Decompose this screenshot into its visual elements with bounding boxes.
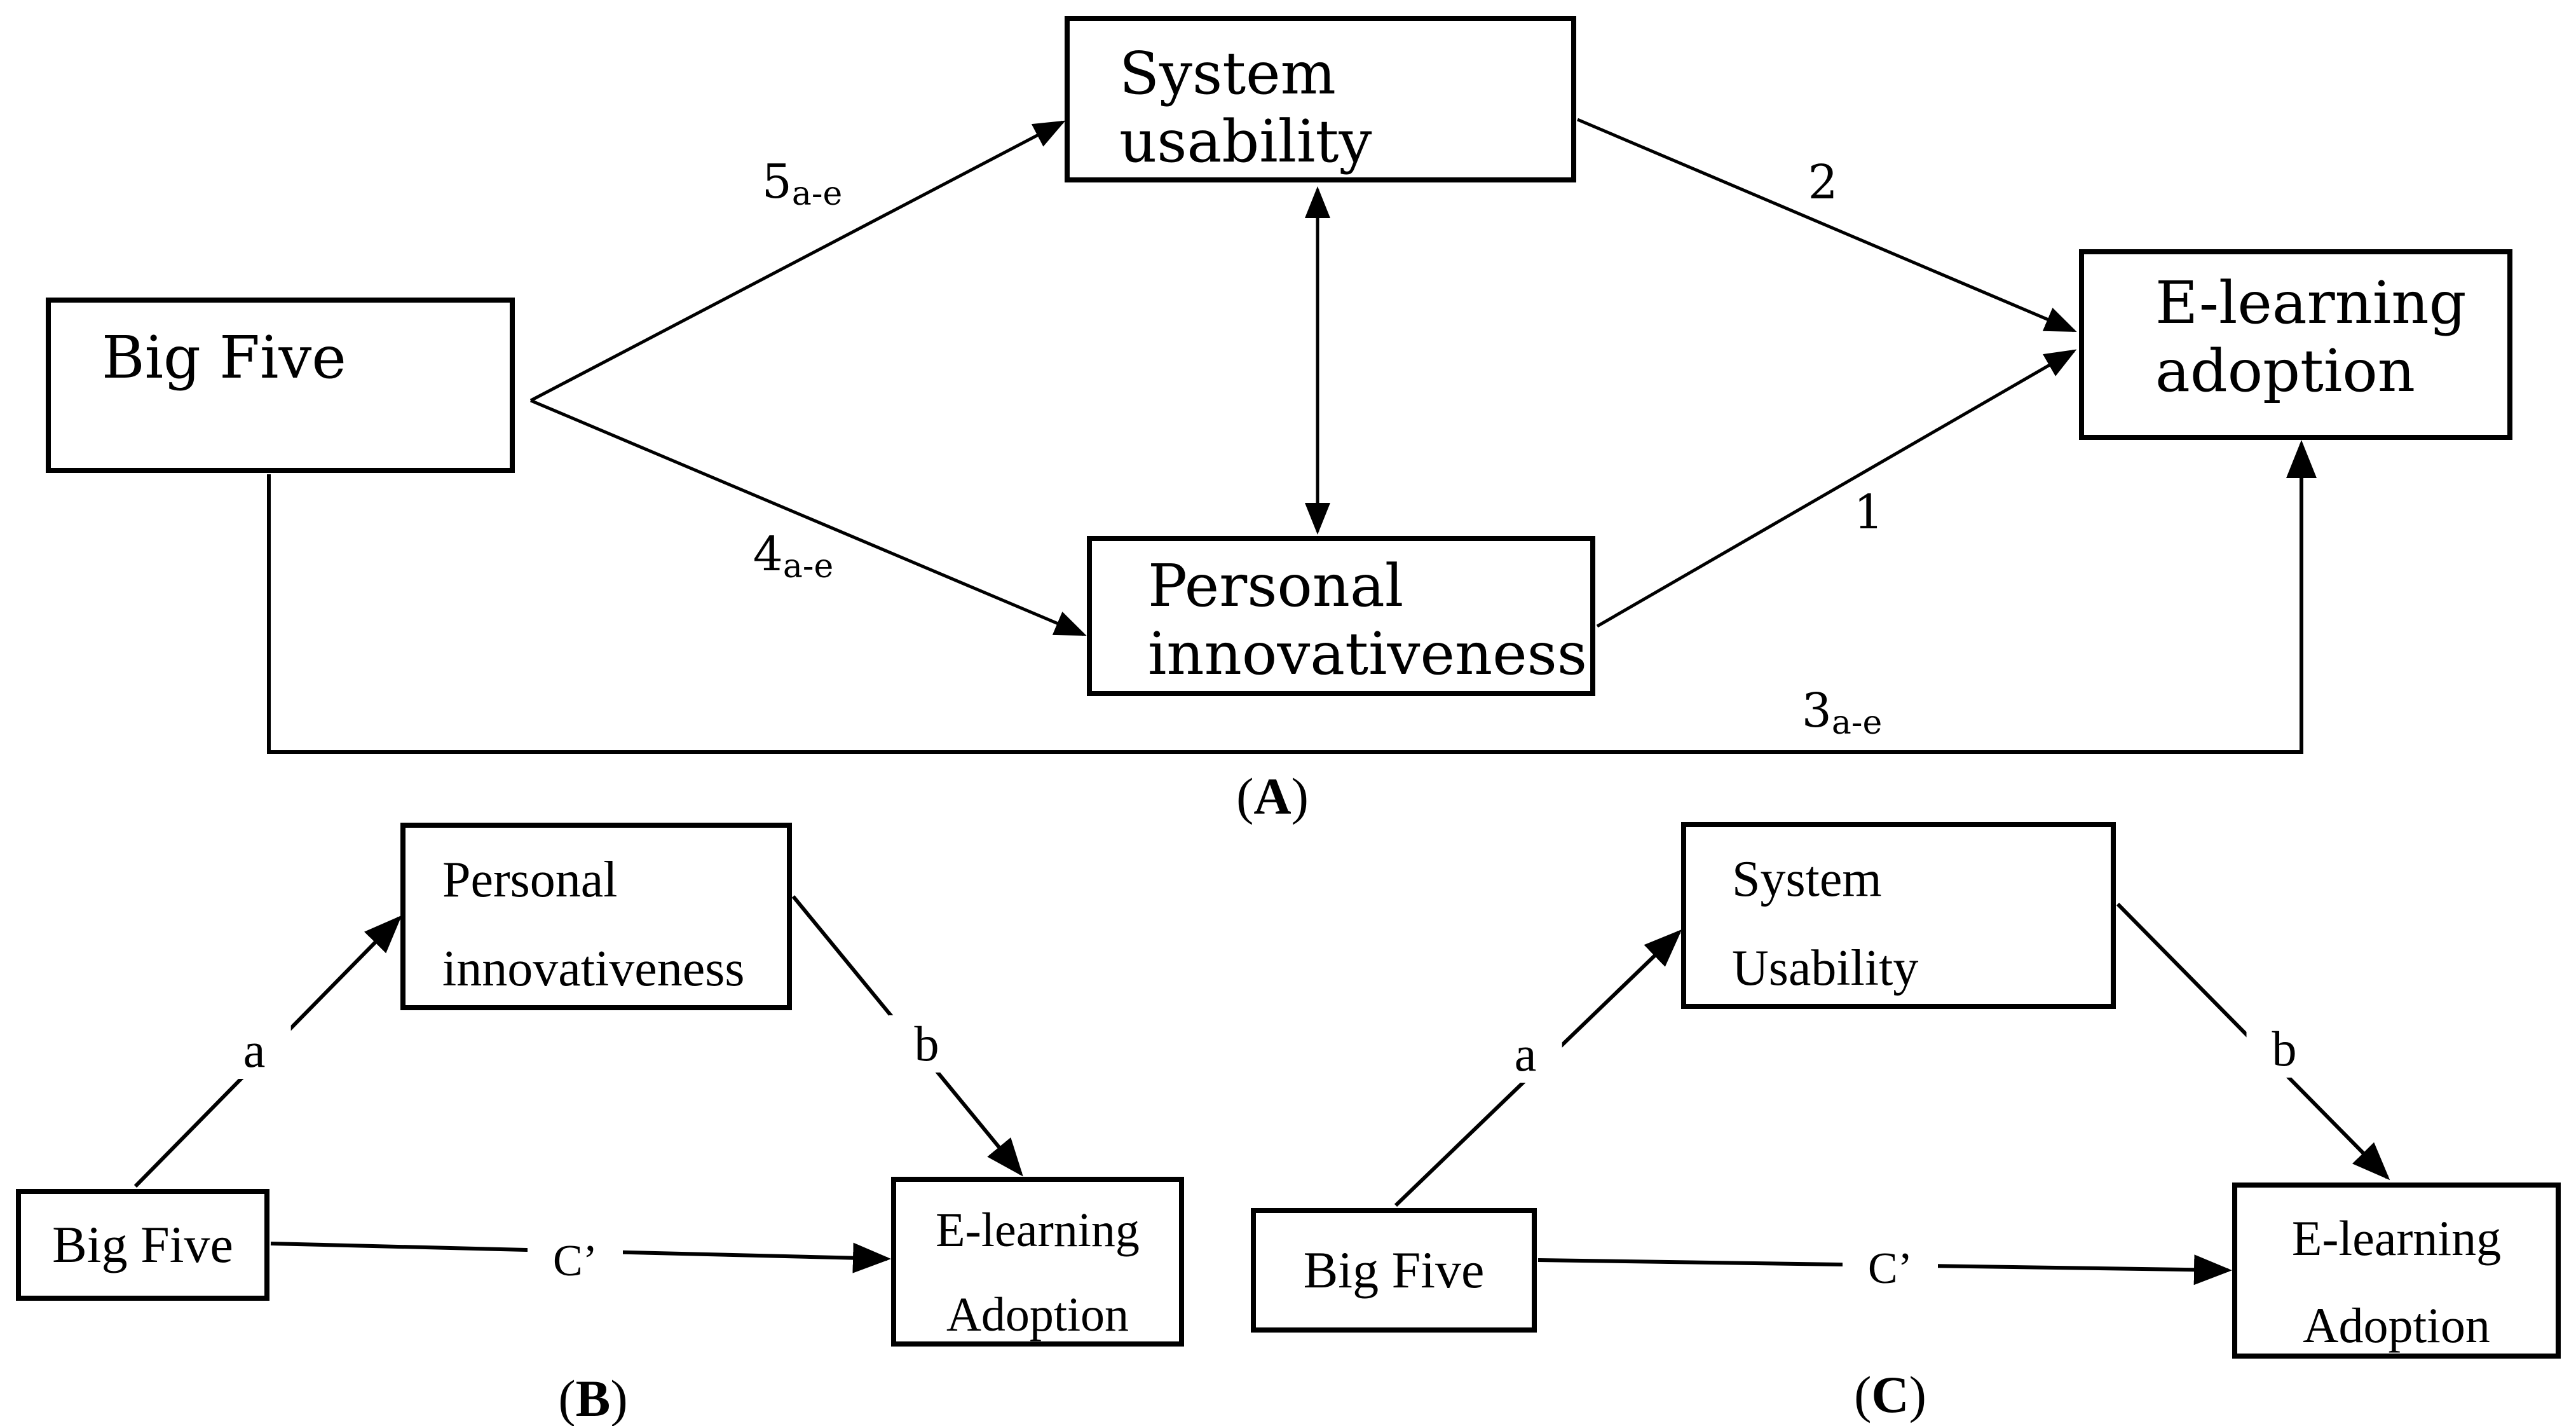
- panel-c-path-label-a: a: [1489, 1025, 1562, 1083]
- panel-b-caption-letter: B: [575, 1369, 611, 1426]
- panel-a-elearning-adoption-box: E-learning adoption: [2079, 249, 2512, 440]
- path-5-subscript: a-e: [791, 175, 843, 214]
- panel-c-elearning-adoption-box: E-learning Adoption: [2232, 1183, 2561, 1359]
- panel-a-system-usability-line1: System: [1119, 39, 1336, 107]
- path-label-2: 2: [1808, 155, 1837, 210]
- panel-a-caption-letter: A: [1253, 767, 1291, 825]
- arrow-bigfive-to-system-usability: [529, 120, 1066, 402]
- panel-c-path-label-c-prime: C’: [1843, 1244, 1938, 1294]
- panel-a-caption: (A): [1236, 767, 1309, 826]
- panel-c-big-five-label: Big Five: [1303, 1241, 1485, 1299]
- path-3-base: 3: [1801, 683, 1832, 738]
- panel-a-elearning-line2: adoption: [2155, 336, 2416, 405]
- panel-a-personal-innovativeness-line2: innovativeness: [1148, 619, 1588, 688]
- panel-b-big-five-label: Big Five: [52, 1216, 233, 1273]
- panel-b-a-text: a: [243, 1022, 266, 1078]
- panel-a-big-five-label: Big Five: [102, 324, 346, 392]
- panel-c-elearning-line1: E-learning: [2291, 1210, 2502, 1266]
- path-4-base: 4: [753, 527, 783, 582]
- path-label-3a-e: 3a-e: [1801, 683, 1882, 742]
- panel-a-caption-open: (: [1236, 767, 1254, 825]
- panel-b-caption-open: (: [558, 1369, 576, 1426]
- panel-b-path-label-b: b: [889, 1015, 965, 1073]
- panel-b-elearning-line1: E-learning: [936, 1203, 1140, 1257]
- path-1-base: 1: [1853, 485, 1884, 540]
- panel-c-system-usability-line1: System: [1732, 851, 1882, 907]
- panel-a-system-usability-box: System usability: [1065, 16, 1576, 182]
- panel-c-big-five-box: Big Five: [1251, 1208, 1537, 1333]
- panel-b-c-prime-text: C’: [553, 1237, 597, 1285]
- panel-c-caption-close: ): [1909, 1366, 1926, 1423]
- panel-b-big-five-box: Big Five: [16, 1189, 269, 1301]
- panel-b-personal-innovativeness-box: Personal innovativeness: [400, 823, 792, 1010]
- path-3-subscript: a-e: [1831, 704, 1883, 743]
- panel-b-personal-innovativeness-line2: innovativeness: [442, 941, 745, 997]
- panel-c-caption: (C): [1854, 1365, 1926, 1425]
- panel-c-c-prime-text: C’: [1868, 1244, 1912, 1293]
- path-2-base: 2: [1808, 155, 1838, 210]
- panel-b-caption: (B): [558, 1369, 627, 1426]
- path-label-4a-e: 4a-e: [753, 527, 833, 586]
- panel-c-path-label-b: b: [2246, 1020, 2322, 1078]
- panel-b-caption-close: ): [610, 1369, 628, 1426]
- arrow-personal-innovativeness-to-elearning: [1596, 349, 2077, 628]
- path-4-subscript: a-e: [782, 547, 834, 586]
- panel-c-b-text: b: [2272, 1021, 2297, 1076]
- panel-c-system-usability-box: System Usability: [1681, 822, 2116, 1009]
- panel-c-a-text: a: [1514, 1026, 1537, 1081]
- panel-c-system-usability-line2: Usability: [1732, 940, 1919, 996]
- panel-a-system-usability-line2: usability: [1119, 107, 1372, 175]
- panel-b-path-label-c-prime: C’: [528, 1236, 623, 1287]
- path-label-1: 1: [1853, 485, 1883, 540]
- panel-b-b-text: b: [914, 1016, 939, 1071]
- panel-c-elearning-line2: Adoption: [2303, 1297, 2490, 1353]
- panel-a-personal-innovativeness-line1: Personal: [1148, 552, 1404, 620]
- path-5-base: 5: [761, 154, 792, 209]
- panel-a-caption-close: ): [1291, 767, 1309, 825]
- path-label-5a-e: 5a-e: [761, 154, 842, 213]
- panel-c-caption-letter: C: [1871, 1366, 1909, 1423]
- arrow-bigfive-direct-to-elearning: [267, 440, 2317, 754]
- panel-b-path-label-a: a: [217, 1022, 291, 1079]
- panel-b-elearning-adoption-box: E-learning Adoption: [891, 1177, 1184, 1347]
- panel-a-big-five-box: Big Five: [46, 298, 515, 473]
- arrow-system-usability-to-elearning: [1577, 118, 2077, 333]
- panel-b-elearning-line2: Adoption: [946, 1288, 1129, 1341]
- panel-a-elearning-line1: E-learning: [2155, 269, 2467, 337]
- panel-a-personal-innovativeness-box: Personal innovativeness: [1087, 536, 1595, 696]
- arrow-bigfive-to-personal-innovativeness: [530, 399, 1087, 636]
- panel-c-caption-open: (: [1854, 1366, 1872, 1423]
- panel-b-personal-innovativeness-line1: Personal: [442, 852, 618, 908]
